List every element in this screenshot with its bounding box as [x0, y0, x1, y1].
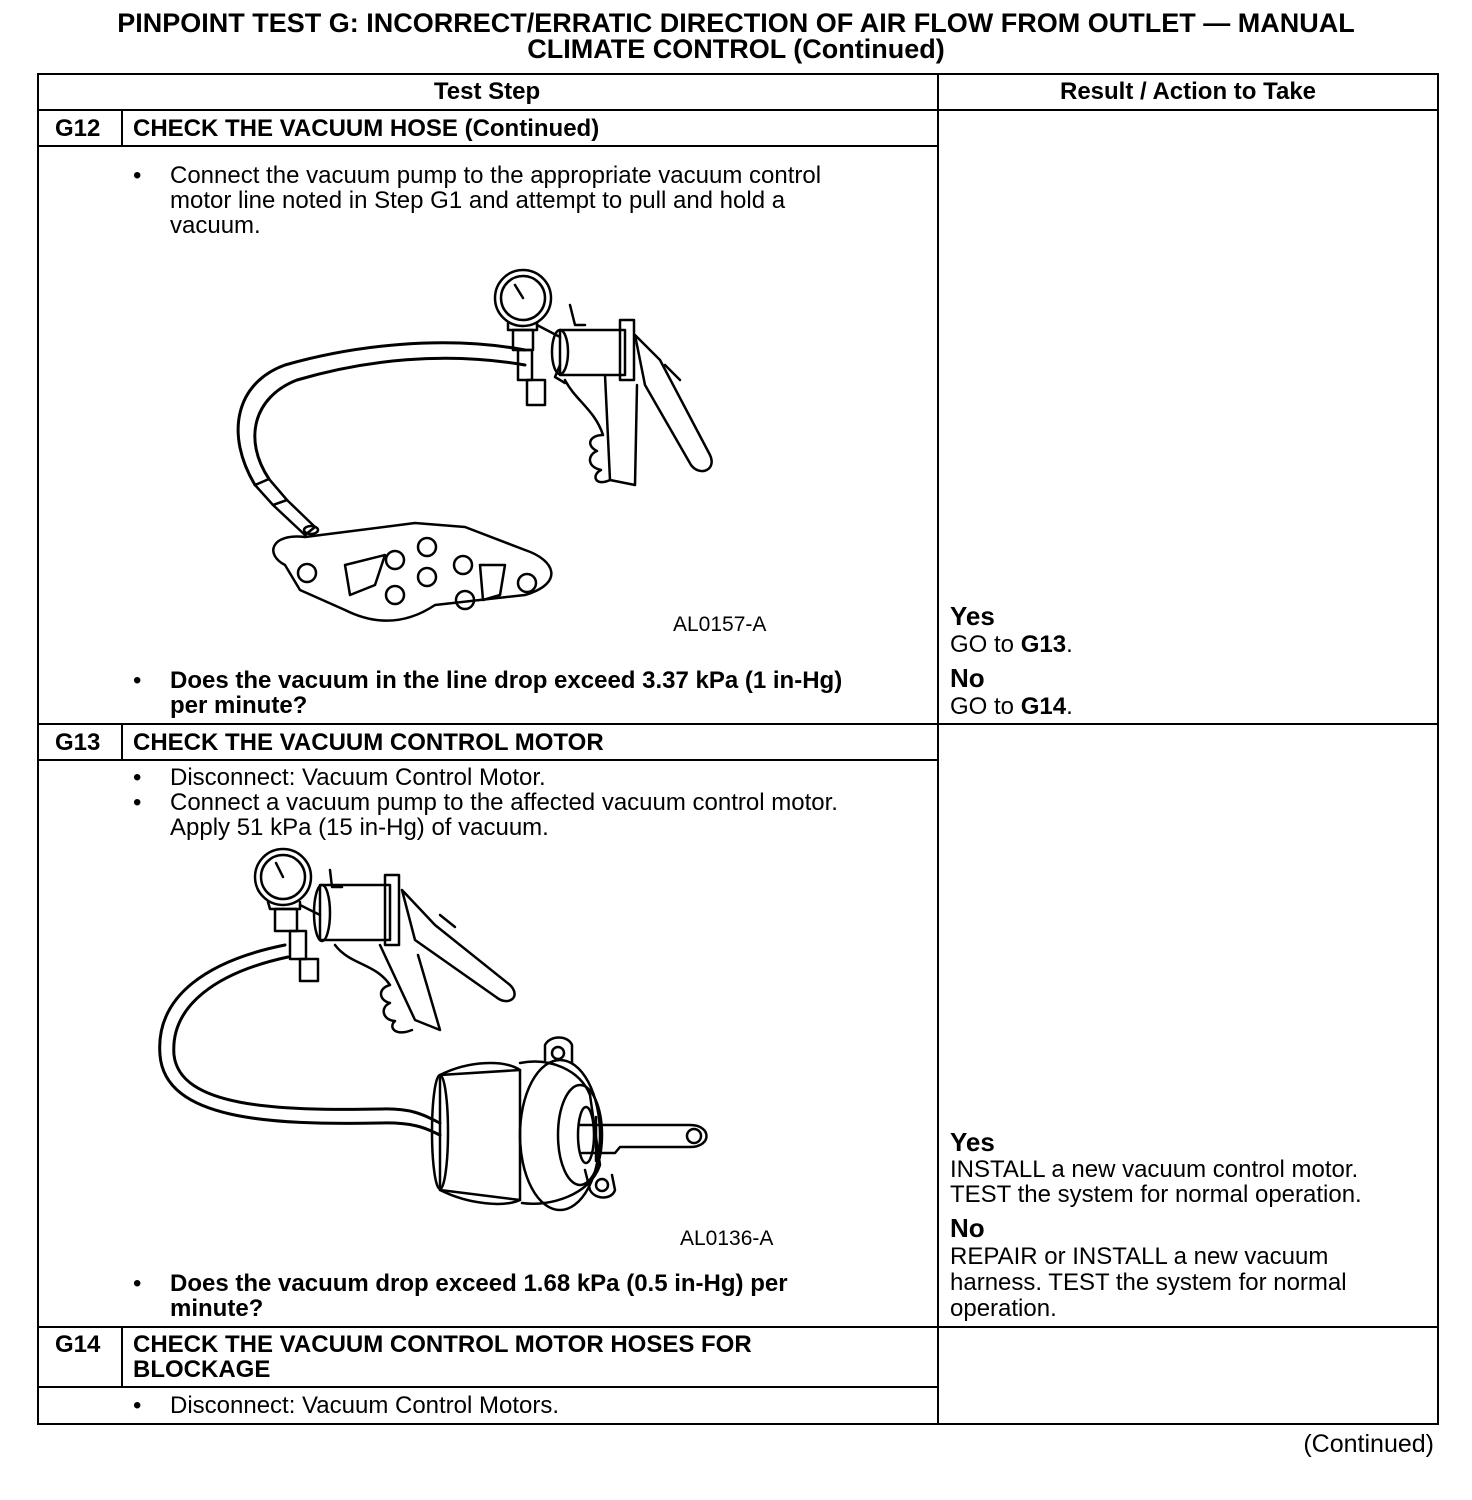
- step-heading-separator: [37, 145, 937, 147]
- g12-question-line-2: per minute?: [170, 692, 308, 719]
- step-number-g14: G14: [55, 1331, 101, 1358]
- g12-question-line-1: Does the vacuum in the line drop exceed …: [170, 667, 843, 694]
- g13-instruction-1: Disconnect: Vacuum Control Motor.: [170, 764, 546, 791]
- step-number-divider: [121, 1326, 123, 1388]
- g12-no-label: No: [950, 663, 985, 693]
- g13-no-action-line-1: REPAIR or INSTALL a new vacuum: [950, 1243, 1329, 1270]
- g12-instruction-line-3: vacuum.: [170, 212, 261, 239]
- title-line-1: PINPOINT TEST G: INCORRECT/ERRATIC DIREC…: [117, 8, 1355, 38]
- step-heading-g14-line-1: CHECK THE VACUUM CONTROL MOTOR HOSES FOR: [133, 1331, 752, 1358]
- vacuum-pump-figure-g12: [236, 268, 713, 622]
- step-separator: [37, 723, 1439, 725]
- g13-yes-action-line-2: TEST the system for normal operation.: [950, 1181, 1362, 1208]
- step-number-divider: [121, 723, 123, 761]
- g13-no-action-line-3: operation.: [950, 1295, 1057, 1322]
- vacuum-hose-icon: [158, 943, 442, 1137]
- vacuum-motor-figure-g13: [158, 847, 708, 1212]
- step-number-g12: G12: [55, 115, 101, 142]
- step-heading-separator: [37, 759, 937, 761]
- g13-yes-label: Yes: [950, 1127, 995, 1157]
- bullet-dot: •: [133, 667, 142, 694]
- figure-label-g13: AL0136-A: [680, 1227, 774, 1250]
- step-heading-separator: [37, 1386, 937, 1388]
- g14-instruction-1: Disconnect: Vacuum Control Motors.: [170, 1392, 560, 1419]
- bullet-dot: •: [133, 764, 142, 791]
- step-heading-g14-line-2: BLOCKAGE: [133, 1356, 271, 1383]
- g13-question-line-2: minute?: [170, 1295, 264, 1322]
- step-number-g13: G13: [55, 729, 101, 756]
- g13-no-label: No: [950, 1213, 985, 1243]
- vacuum-gauge-icon: [253, 847, 320, 983]
- page-title: PINPOINT TEST G: INCORRECT/ERRATIC DIREC…: [0, 8, 1472, 64]
- step-heading-g12: CHECK THE VACUUM HOSE (Continued): [133, 115, 600, 142]
- column-divider: [937, 73, 939, 1425]
- vacuum-pump-icon: [298, 868, 516, 1034]
- g13-instruction-2-line-2: Apply 51 kPa (15 in-Hg) of vacuum.: [170, 814, 549, 841]
- vacuum-pump-icon: [535, 303, 713, 487]
- header-result-action: Result / Action to Take: [1059, 78, 1317, 105]
- g13-instruction-2-line-1: Connect a vacuum pump to the affected va…: [170, 789, 838, 816]
- vacuum-control-motor-icon: [430, 1036, 708, 1212]
- title-line-2: CLIMATE CONTROL (Continued): [527, 34, 945, 64]
- header-separator: [37, 109, 1439, 111]
- step-heading-g13: CHECK THE VACUUM CONTROL MOTOR: [133, 729, 604, 756]
- g12-no-action: GO to G14.: [950, 693, 1073, 720]
- vacuum-gauge-icon: [493, 268, 553, 407]
- g12-yes-action: GO to G13.: [950, 631, 1073, 658]
- bullet-dot: •: [133, 1392, 142, 1419]
- bullet-dot: •: [133, 162, 142, 189]
- bullet-dot: •: [133, 1270, 142, 1297]
- g12-yes-label: Yes: [950, 601, 995, 631]
- g13-no-action-line-2: harness. TEST the system for normal: [950, 1269, 1347, 1296]
- continued-note: (Continued): [1303, 1430, 1434, 1458]
- g12-instruction-line-1: Connect the vacuum pump to the appropria…: [170, 162, 822, 189]
- header-test-step: Test Step: [433, 78, 541, 105]
- figure-label-g12: AL0157-A: [673, 613, 767, 636]
- step-separator: [37, 1326, 1439, 1328]
- g12-instruction-line-2: motor line noted in Step G1 and attempt …: [170, 187, 786, 214]
- g13-yes-action-line-1: INSTALL a new vacuum control motor.: [950, 1156, 1359, 1183]
- bullet-dot: •: [133, 789, 142, 816]
- g13-question-line-1: Does the vacuum drop exceed 1.68 kPa (0.…: [170, 1270, 788, 1297]
- step-number-divider: [121, 109, 123, 147]
- vacuum-hose-icon: [236, 341, 527, 537]
- bracket-plate-icon: [272, 521, 553, 622]
- test-table: [37, 73, 1439, 1425]
